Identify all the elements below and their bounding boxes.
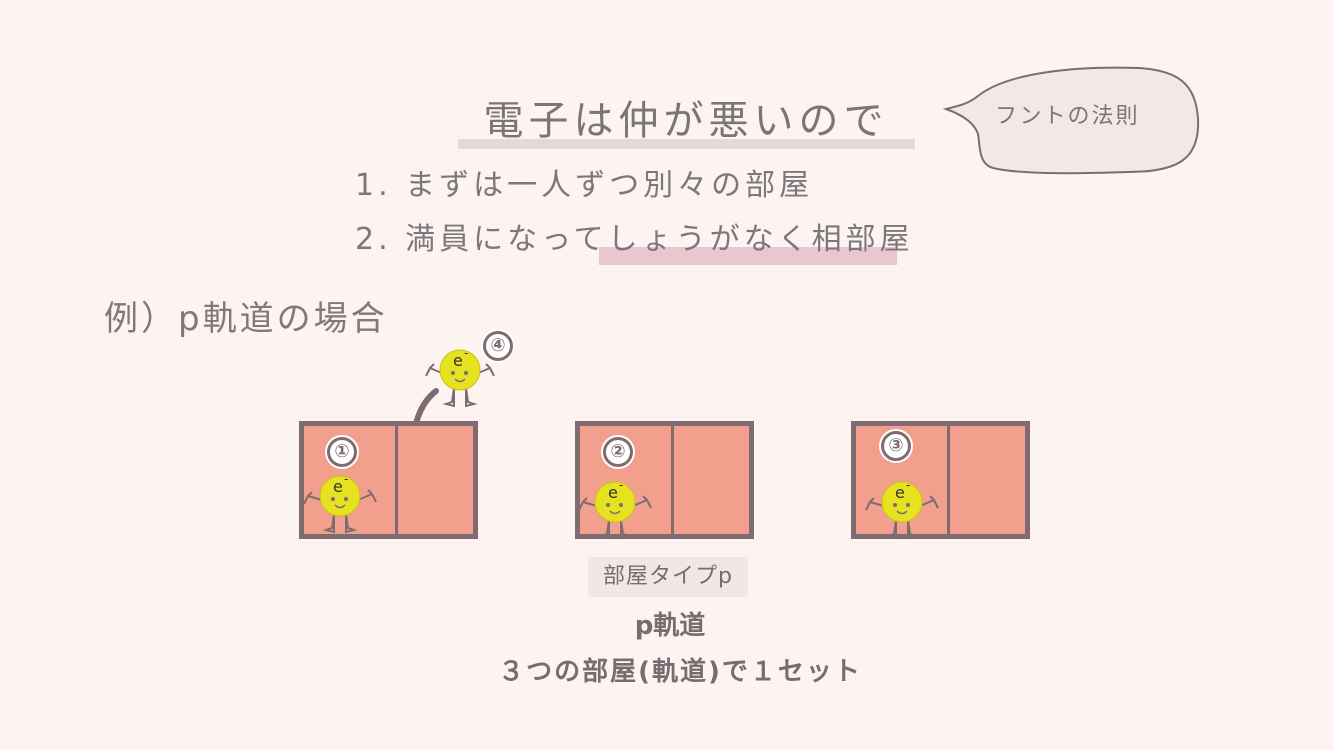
title-underline (458, 139, 915, 149)
room-type-label: 部屋タイプp (588, 557, 748, 597)
svg-text:e: e (453, 351, 463, 370)
room-3 (851, 421, 1030, 539)
bubble-text: フントの法則 (995, 104, 1140, 129)
svg-text:e: e (895, 483, 905, 502)
room-number-2: ② (603, 437, 633, 467)
orbital-label: p軌道 (634, 611, 706, 641)
room-number-3: ③ (881, 431, 911, 461)
rule-2: 2. 満員になってしょうがなく相部屋 (355, 222, 914, 257)
room-divider (395, 426, 398, 534)
svg-text:-: - (906, 478, 910, 492)
svg-text:-: - (619, 478, 623, 492)
room-number-1: ① (327, 437, 357, 467)
electron-icon: e - (865, 478, 939, 540)
speech-bubble (942, 66, 1200, 175)
rule2-highlight (599, 247, 897, 265)
svg-text:e: e (608, 483, 618, 502)
rule-1: 1. まずは一人ずつ別々の部屋 (355, 168, 814, 203)
electron-number-4: ④ (483, 331, 513, 361)
set-description: ３つの部屋(軌道)で１セット (498, 657, 862, 687)
example-heading: 例）p軌道の場合 (104, 299, 388, 339)
room-divider (947, 426, 950, 534)
electron-icon: e - (578, 478, 652, 540)
electron-icon: e - (303, 472, 377, 534)
electron-incoming-icon: e - (425, 346, 495, 408)
svg-text:-: - (344, 472, 348, 486)
svg-text:e: e (333, 477, 343, 496)
svg-text:-: - (464, 346, 468, 360)
page-title: 電子は仲が悪いので (483, 98, 889, 144)
room-divider (671, 426, 674, 534)
